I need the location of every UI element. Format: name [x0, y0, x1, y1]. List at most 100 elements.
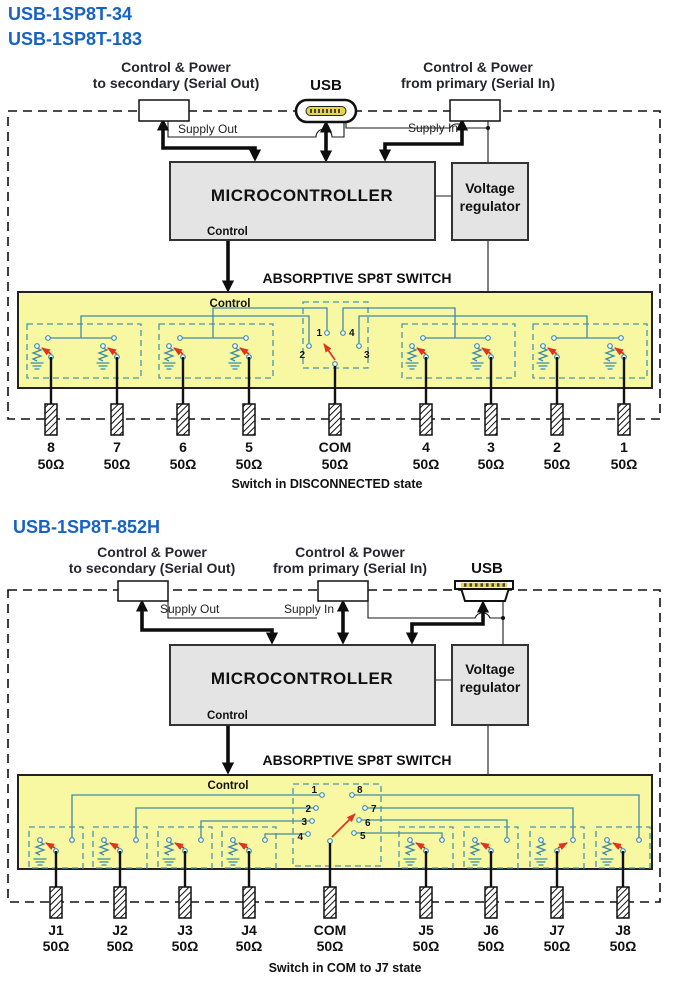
voltage-regulator-label: regulator: [460, 679, 521, 695]
wire-junction-dot: [486, 126, 490, 130]
microcontroller-label: MICROCONTROLLER: [211, 669, 393, 688]
port-impedance: 50Ω: [322, 456, 349, 472]
control-secondary-label: Control & Power: [121, 59, 231, 75]
j7-through-arrow: [557, 842, 568, 850]
microcontroller-block: [169, 161, 436, 241]
port-name: J6: [483, 922, 499, 938]
hub-pos-label: 5: [360, 831, 366, 842]
serial-out-connector: [117, 580, 169, 602]
model-number: USB-1SP8T-183: [8, 29, 142, 49]
voltage-regulator-label: Voltage: [465, 180, 515, 196]
port-impedance: 50Ω: [43, 938, 70, 954]
port-stems: [49, 357, 626, 404]
hub-pos-label: 1: [316, 328, 322, 339]
port-impedance: 50Ω: [317, 938, 344, 954]
diagram-usb-1sp8t-34-183: 1 2 4 3 USB-1SP8T-34 USB-1SP8T-183 Contr…: [7, 4, 661, 491]
hub-pos-label: 3: [301, 817, 307, 828]
microcontroller-label: MICROCONTROLLER: [211, 186, 393, 205]
rf-routing-wires: [48, 307, 621, 343]
hub-pos-label: 6: [365, 818, 371, 829]
voltage-regulator-label: regulator: [460, 198, 521, 214]
sp8t-switch-block: [17, 774, 653, 870]
control-primary-label: from primary (Serial In): [273, 560, 427, 576]
port-impedance: 50Ω: [610, 938, 637, 954]
diagram-usb-1sp8t-852h: 1 2 3 4 8 7 6 5 USB-1SP8T-852H Control &…: [7, 517, 661, 975]
power-arrows: [156, 118, 469, 293]
control-secondary-label: to secondary (Serial Out): [93, 75, 259, 91]
port-stems: [54, 843, 625, 887]
port-name: J8: [615, 922, 631, 938]
port-name: 4: [422, 439, 430, 455]
supply-out-label: Supply Out: [178, 122, 238, 136]
hub-pos-label: 2: [299, 350, 305, 361]
port-impedance: 50Ω: [478, 456, 505, 472]
hub-switch: 1 2 4 3: [299, 328, 370, 367]
mc-control-label: Control: [207, 226, 248, 238]
port-impedance: 50Ω: [413, 456, 440, 472]
wire-junction-dot: [501, 616, 505, 620]
power-arrows: [135, 599, 490, 775]
hub-pos-label: 4: [349, 328, 355, 339]
port-name: 6: [179, 439, 187, 455]
hub-pos-label: 1: [311, 785, 317, 796]
hub-pos-label: 3: [364, 350, 370, 361]
voltage-regulator-label: Voltage: [465, 661, 515, 677]
port-name: 8: [47, 439, 55, 455]
serial-in-connector: [317, 580, 369, 602]
port-name: 1: [620, 439, 628, 455]
mc-control-label: Control: [207, 710, 248, 722]
port-impedance: 50Ω: [172, 938, 199, 954]
port-name: J3: [177, 922, 193, 938]
port-impedance: 50Ω: [170, 456, 197, 472]
rf-port-connectors: [49, 886, 630, 919]
port-name: 2: [553, 439, 561, 455]
port-impedance: 50Ω: [104, 456, 131, 472]
hub-switch: 1 2 3 4 8 7 6 5: [297, 785, 377, 844]
port-impedance: 50Ω: [544, 456, 571, 472]
usb-c-connector: [294, 98, 358, 124]
port-impedance: 50Ω: [544, 938, 571, 954]
port-name: 3: [487, 439, 495, 455]
port-name: COM: [319, 439, 352, 455]
port-impedance: 50Ω: [413, 938, 440, 954]
supply-out-label: Supply Out: [160, 602, 220, 616]
control-secondary-label: Control & Power: [97, 544, 207, 560]
port-name: J5: [418, 922, 434, 938]
usb-label: USB: [310, 77, 342, 94]
port-impedance: 50Ω: [236, 938, 263, 954]
state-caption: Switch in DISCONNECTED state: [232, 477, 423, 491]
rf-port-connectors: [44, 403, 631, 436]
microcontroller-block: [169, 644, 436, 726]
port-name: J2: [112, 922, 128, 938]
control-primary-label: Control & Power: [295, 544, 405, 560]
supply-in-label: Supply In: [408, 121, 458, 135]
port-impedance: 50Ω: [611, 456, 638, 472]
control-primary-label: Control & Power: [423, 59, 533, 75]
supply-in-label: Supply In: [284, 602, 334, 616]
hub-pos-label: 8: [357, 785, 363, 796]
port-name: J4: [241, 922, 257, 938]
switch-title: ABSORPTIVE SP8T SWITCH: [262, 270, 451, 286]
port-impedance: 50Ω: [478, 938, 505, 954]
serial-in-connector: [449, 99, 501, 122]
switch-control-label: Control: [208, 780, 249, 792]
port-name: J1: [48, 922, 64, 938]
usb-label: USB: [471, 560, 503, 577]
port-impedance: 50Ω: [107, 938, 134, 954]
model-number: USB-1SP8T-34: [8, 4, 132, 24]
port-name: 7: [113, 439, 121, 455]
switch-title: ABSORPTIVE SP8T SWITCH: [262, 752, 451, 768]
voltage-regulator-block: [451, 644, 529, 726]
serial-out-connector: [138, 99, 190, 122]
state-caption: Switch in COM to J7 state: [269, 961, 422, 975]
terminated-switch-units: [33, 837, 642, 866]
port-name: 5: [245, 439, 253, 455]
hub-pos-label: 2: [305, 804, 311, 815]
switch-control-label: Control: [210, 298, 251, 310]
hub-pos-label: 4: [297, 832, 303, 843]
control-secondary-label: to secondary (Serial Out): [69, 560, 235, 576]
